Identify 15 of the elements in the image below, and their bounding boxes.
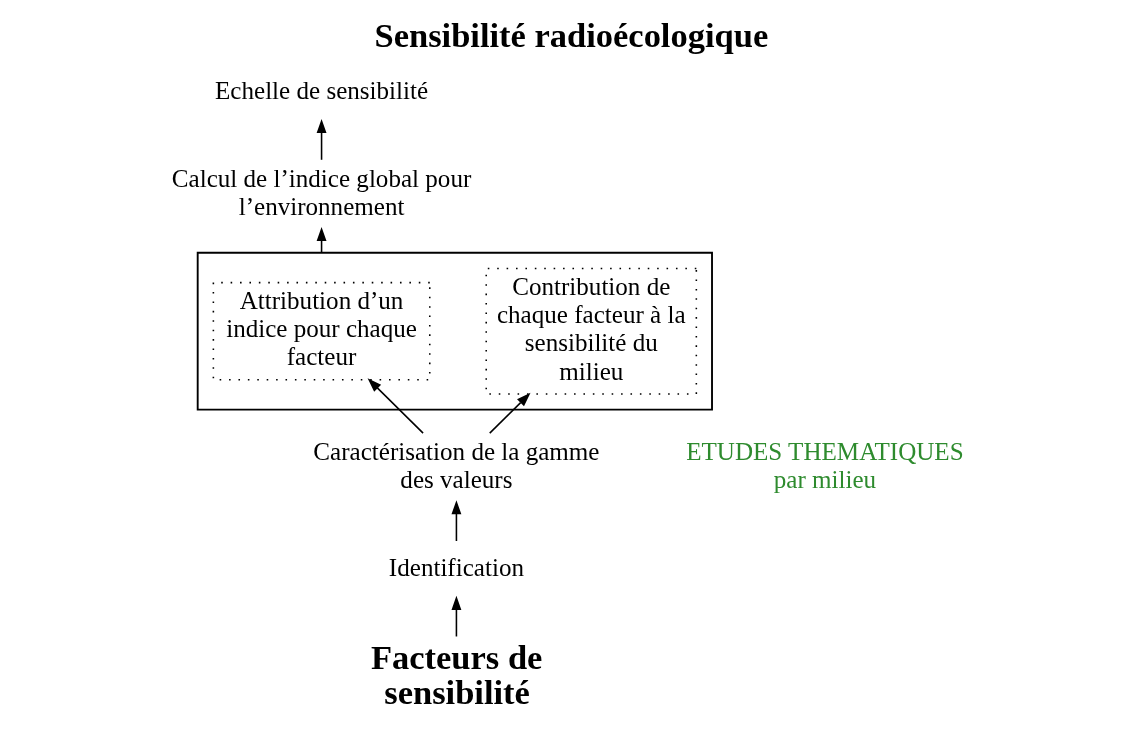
node-box: Attribution d’un indice pour chaque facteur bbox=[212, 281, 431, 381]
arrow bbox=[451, 595, 462, 638]
node-text: Echelle de sensibilité bbox=[215, 76, 429, 104]
node-text: Identification bbox=[388, 553, 524, 581]
cluster bbox=[196, 251, 713, 411]
diagram-title: Sensibilité radioécologique bbox=[374, 15, 769, 54]
node-text: Calcul de l’indice global pour l’environnement bbox=[171, 164, 472, 220]
node-text: Caractérisation de la gamme des valeurs bbox=[313, 437, 600, 493]
node-text: Facteurs de sensibilité bbox=[370, 638, 543, 711]
node-box: Contribution de chaque facteur à la sensibilité du milieu bbox=[485, 267, 698, 395]
label: ETUDES THEMATIQUES par milieu bbox=[686, 437, 964, 493]
arrow bbox=[367, 378, 424, 434]
arrow bbox=[451, 500, 462, 542]
arrow bbox=[488, 392, 531, 434]
arrow bbox=[316, 118, 327, 161]
